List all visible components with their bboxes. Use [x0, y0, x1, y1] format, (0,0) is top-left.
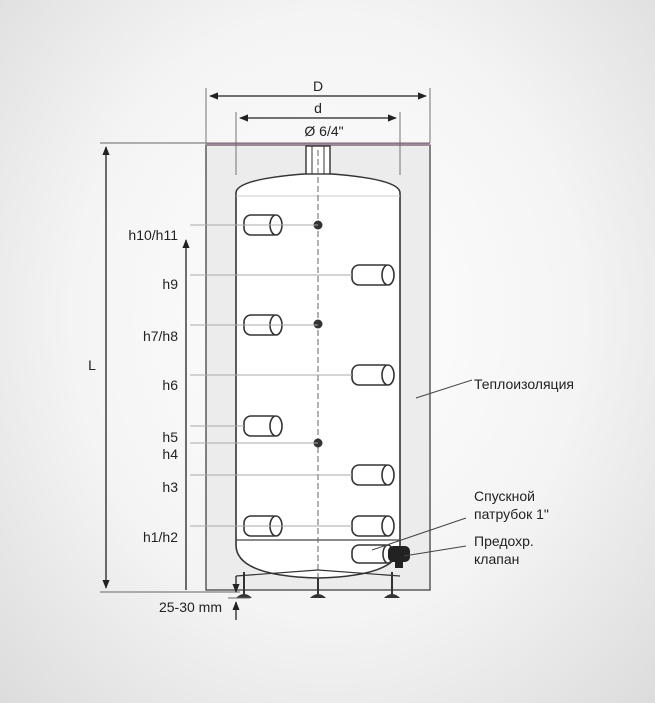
nozzle-left	[243, 415, 283, 437]
tank-legs	[235, 569, 401, 598]
drain-label-line2: патрубок 1"	[474, 506, 549, 522]
valve-label-line2: клапан	[474, 551, 519, 567]
top-cap	[206, 143, 430, 146]
top-port-label: Ø 6/4"	[304, 123, 343, 139]
height-label-h5: h5	[162, 429, 178, 445]
height-label-h3: h3	[162, 479, 178, 495]
height-guides	[190, 224, 352, 527]
height-label-h7-h8: h7/h8	[143, 328, 178, 344]
sensor-dot	[313, 319, 323, 329]
height-label-h10-h11: h10/h11	[128, 227, 178, 243]
clearance-label: 25-30 mm	[159, 599, 222, 615]
height-label-h4: h4	[162, 446, 178, 462]
inner-diameter-label: d	[314, 100, 322, 116]
nozzle-right	[351, 464, 395, 486]
nozzle-right	[351, 515, 395, 537]
nozzle-right	[351, 264, 395, 286]
outer-diameter-label: D	[313, 78, 323, 94]
valve-leader	[403, 545, 467, 557]
height-label-h6: h6	[162, 377, 178, 393]
height-label-h1-h2: h1/h2	[143, 529, 178, 545]
drain-leader	[371, 517, 467, 551]
insulation-label: Теплоизоляция	[474, 376, 574, 392]
valve-label-line1: Предохр.	[474, 533, 534, 549]
length-label: L	[88, 357, 96, 373]
nozzle-right	[351, 364, 395, 386]
height-label-h9: h9	[162, 276, 178, 292]
safety-valve	[388, 546, 410, 568]
drain-label-line1: Спускной	[474, 488, 535, 504]
drain-nozzle	[351, 544, 394, 564]
insulation-leader	[415, 379, 473, 399]
